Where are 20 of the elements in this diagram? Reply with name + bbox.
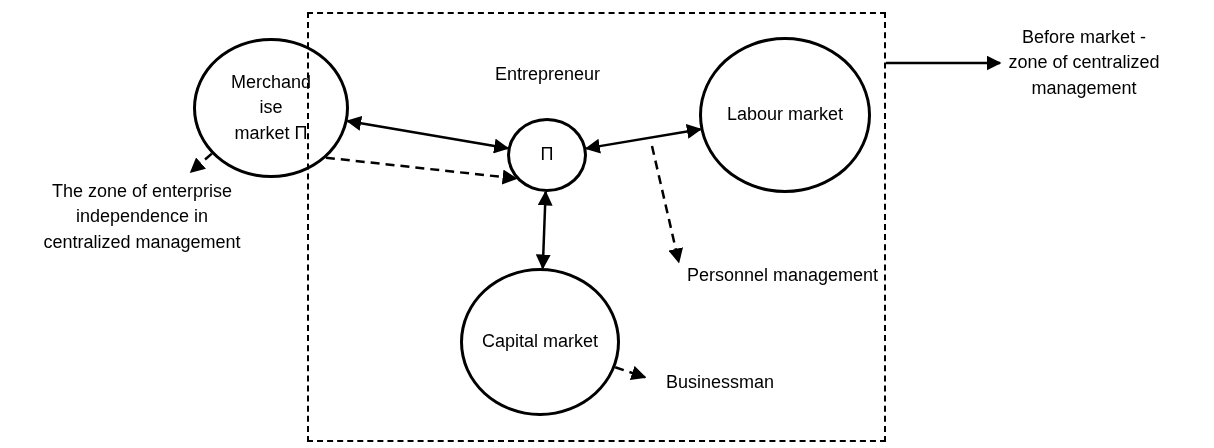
node-label: Capital market xyxy=(480,330,599,354)
ellipse-node xyxy=(193,38,349,178)
dashed-arrow xyxy=(614,365,647,381)
text-label: Businessman xyxy=(665,371,775,395)
arrow xyxy=(584,124,702,154)
arrow xyxy=(886,55,1002,71)
dashed-arrow xyxy=(650,145,684,264)
text-label: Before market - zone of centralized management xyxy=(1007,26,1161,100)
arrow xyxy=(346,115,510,154)
ellipse-node xyxy=(460,268,620,416)
node-label: Labour market xyxy=(725,103,845,127)
node-heading: Entrepreneur xyxy=(493,63,602,86)
text-label: Personnel management xyxy=(686,264,879,288)
dashed-arrow xyxy=(325,156,518,185)
ellipse-node xyxy=(699,37,871,193)
node-label: П xyxy=(540,143,554,167)
dashed-arrow xyxy=(189,152,213,173)
node-label: Merchand ise market П xyxy=(230,71,312,145)
arrow xyxy=(535,190,553,270)
text-label: The zone of enterprise independence in centralized management xyxy=(42,180,242,254)
